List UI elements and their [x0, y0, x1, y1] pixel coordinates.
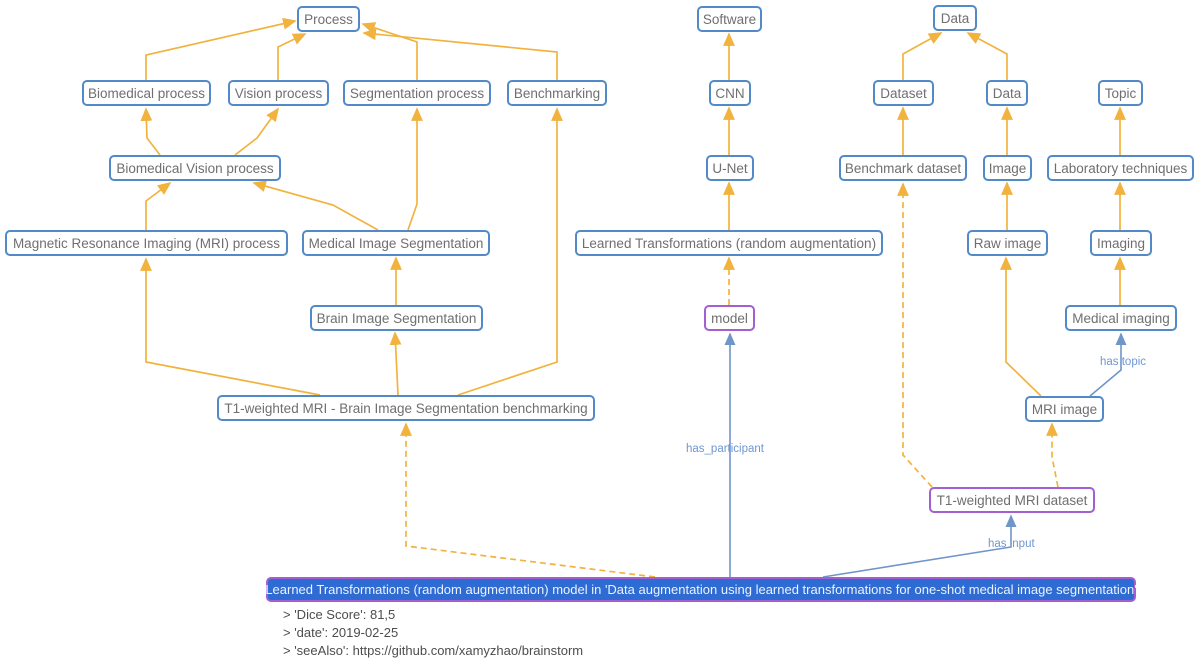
node-process[interactable]: Process	[297, 6, 360, 32]
node-image[interactable]: Image	[983, 155, 1032, 181]
node-topic[interactable]: Topic	[1098, 80, 1143, 106]
edge-label-has-participant: has_participant	[686, 443, 764, 455]
edge-biomedical-process-to-process	[145, 17, 297, 80]
node-mri-process[interactable]: Magnetic Resonance Imaging (MRI) process	[5, 230, 288, 256]
edge-mri-process-to-biomedical-vision	[145, 181, 172, 230]
edge-t1-benchmarking-to-benchmarking	[457, 107, 563, 396]
node-laboratory-techniques[interactable]: Laboratory techniques	[1047, 155, 1194, 181]
node-cnn[interactable]: CNN	[709, 80, 751, 106]
edge-biomedical-vision-to-biomedical-process	[140, 107, 161, 156]
edge-mri-image-to-medical-imaging-has-topic	[1089, 332, 1127, 397]
node-data-mid[interactable]: Data	[986, 80, 1028, 106]
node-medical-imaging[interactable]: Medical imaging	[1065, 305, 1177, 331]
node-benchmark-dataset[interactable]: Benchmark dataset	[839, 155, 967, 181]
node-biomedical-process[interactable]: Biomedical process	[82, 80, 211, 106]
attribute-list: > 'Dice Score': 81,5 > 'date': 2019-02-25…	[283, 606, 583, 660]
edge-label-has-input: has input	[988, 538, 1035, 550]
node-dataset[interactable]: Dataset	[873, 80, 934, 106]
attribute-line: > 'Dice Score': 81,5	[283, 607, 396, 622]
node-selected-entity[interactable]: Learned Transformations (random augmenta…	[265, 577, 1137, 602]
attribute-line: > 'date': 2019-02-25	[283, 625, 399, 640]
edge-vision-process-to-process	[277, 33, 307, 80]
node-raw-image[interactable]: Raw image	[967, 230, 1048, 256]
edge-segmentation-process-to-process	[361, 22, 418, 80]
attribute-line: > 'seeAlso': https://github.com/xamyzhao…	[283, 643, 584, 658]
node-biomedical-vision-process[interactable]: Biomedical Vision process	[109, 155, 281, 181]
node-brain-image-segmentation[interactable]: Brain Image Segmentation	[310, 305, 483, 331]
node-t1-dataset[interactable]: T1-weighted MRI dataset	[929, 487, 1095, 513]
edge-medical-image-seg-to-biomedical-vision	[252, 180, 379, 231]
node-segmentation-process[interactable]: Segmentation process	[343, 80, 491, 106]
edge-mri-image-to-raw-image	[1000, 256, 1042, 397]
edge-medical-image-seg-to-segmentation-process	[407, 107, 423, 231]
edge-bar-to-t1-dataset-has-input	[822, 514, 1017, 578]
edge-data-mid-to-data	[966, 32, 1008, 80]
node-unet[interactable]: U-Net	[706, 155, 754, 181]
edge-label-has-topic: has topic	[1100, 356, 1147, 368]
node-model[interactable]: model	[704, 305, 755, 331]
node-benchmarking[interactable]: Benchmarking	[507, 80, 607, 106]
node-data-top[interactable]: Data	[933, 5, 977, 31]
edge-t1-dataset-to-mri-image	[1046, 422, 1059, 488]
node-mri-image[interactable]: MRI image	[1025, 396, 1104, 422]
edge-dataset-to-data	[902, 32, 943, 80]
edge-t1-benchmarking-to-mri-process	[140, 257, 321, 396]
node-imaging[interactable]: Imaging	[1090, 230, 1152, 256]
edge-biomedical-vision-to-vision-process	[234, 107, 279, 156]
node-medical-image-segmentation[interactable]: Medical Image Segmentation	[302, 230, 490, 256]
node-learned-transformations[interactable]: Learned Transformations (random augmenta…	[575, 230, 883, 256]
edge-t1-dataset-to-benchmark-dataset	[897, 182, 933, 488]
edge-bar-to-t1-benchmarking	[400, 422, 656, 578]
edge-t1-benchmarking-to-brain-image-seg	[389, 331, 402, 396]
node-vision-process[interactable]: Vision process	[228, 80, 329, 106]
node-t1-benchmarking[interactable]: T1-weighted MRI - Brain Image Segmentati…	[217, 395, 595, 421]
node-software[interactable]: Software	[697, 6, 762, 32]
edge-benchmarking-to-process	[362, 28, 558, 80]
